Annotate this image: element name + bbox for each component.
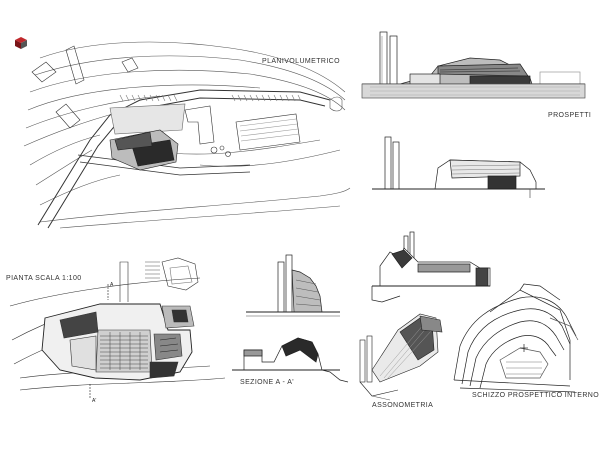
section-drawing xyxy=(232,254,349,383)
svg-text:A: A xyxy=(110,282,114,288)
elevations-drawing xyxy=(361,31,586,198)
longitudinal-section-drawing xyxy=(371,231,491,303)
floor-plan-drawing: A A' xyxy=(9,257,226,404)
site-plan-drawing xyxy=(23,41,351,229)
axonometry-label: ASSONOMETRIA xyxy=(372,402,434,409)
interior-sketch-drawing xyxy=(453,283,579,393)
axonometry-drawing xyxy=(359,313,443,401)
interior-sketch-label: SCHIZZO PROSPETTICO INTERNO xyxy=(472,392,600,399)
elevations-label: PROSPETTI xyxy=(548,112,592,119)
plan-label: PIANTA SCALA 1:100 xyxy=(6,275,82,282)
section-label: SEZIONE A - A' xyxy=(240,379,295,386)
svg-text:A': A' xyxy=(92,398,96,404)
site-plan-label: PLANIVOLUMETRICO xyxy=(262,58,340,65)
red-cube-logo xyxy=(15,37,27,49)
